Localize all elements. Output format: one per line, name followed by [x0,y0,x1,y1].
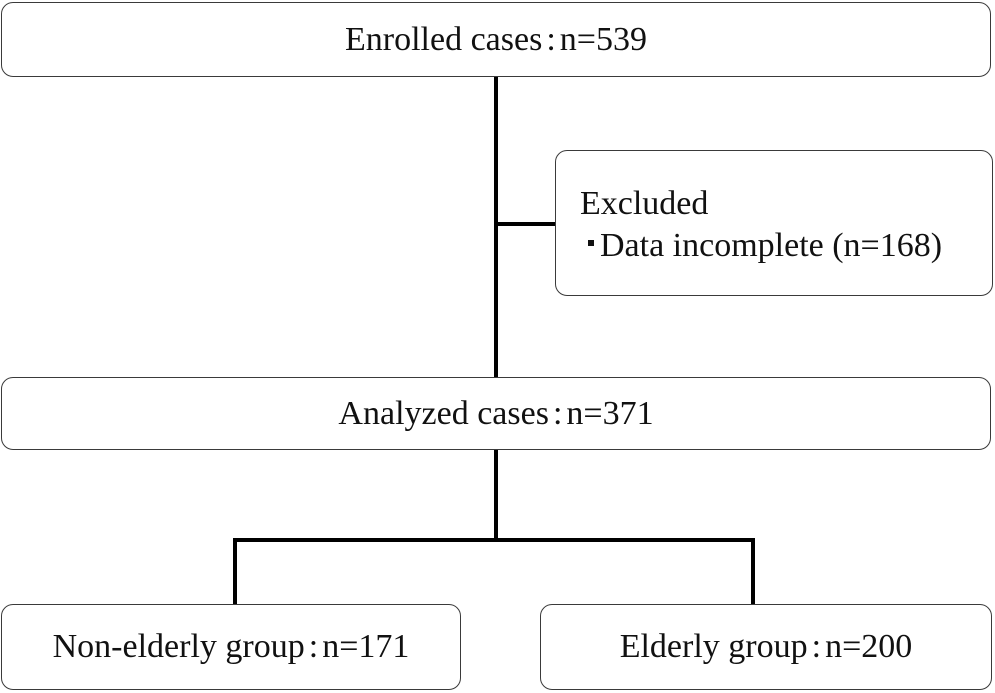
connector-analyzed-to-groups [494,450,498,540]
analyzed-cases-label: Analyzed cases [338,394,549,432]
non-elderly-group-separator: : [308,628,319,665]
non-elderly-group-count: n=171 [322,628,410,665]
connector-enrolled-to-analyzed [494,77,498,377]
excluded-title: Excluded [580,185,709,222]
analyzed-cases-count: n=371 [566,394,654,432]
excluded-reason-row: Data incomplete (n=168) [580,225,992,267]
connector-group-split-bar [233,538,755,542]
analyzed-cases-separator: : [552,394,563,432]
enrolled-cases-label: Enrolled cases [345,20,543,58]
analyzed-cases-box: Analyzed cases:n=371 [1,377,991,450]
non-elderly-group-label: Non-elderly group [52,628,305,665]
elderly-group-box: Elderly group:n=200 [540,604,992,690]
elderly-group-count: n=200 [825,628,913,665]
bullet-icon [588,240,594,247]
excluded-reason: Data incomplete (n=168) [600,227,943,264]
enrolled-cases-separator: : [546,20,556,58]
elderly-group-separator: : [811,628,822,665]
enrolled-cases-count: n=539 [559,20,647,58]
excluded-box: Excluded Data incomplete (n=168) [555,150,993,296]
non-elderly-group-box: Non-elderly group:n=171 [1,604,461,690]
connector-to-non-elderly [233,538,237,604]
enrolled-cases-box: Enrolled cases:n=539 [1,2,991,77]
elderly-group-label: Elderly group [619,628,808,665]
connector-to-excluded [494,222,555,226]
connector-to-elderly [751,538,755,604]
